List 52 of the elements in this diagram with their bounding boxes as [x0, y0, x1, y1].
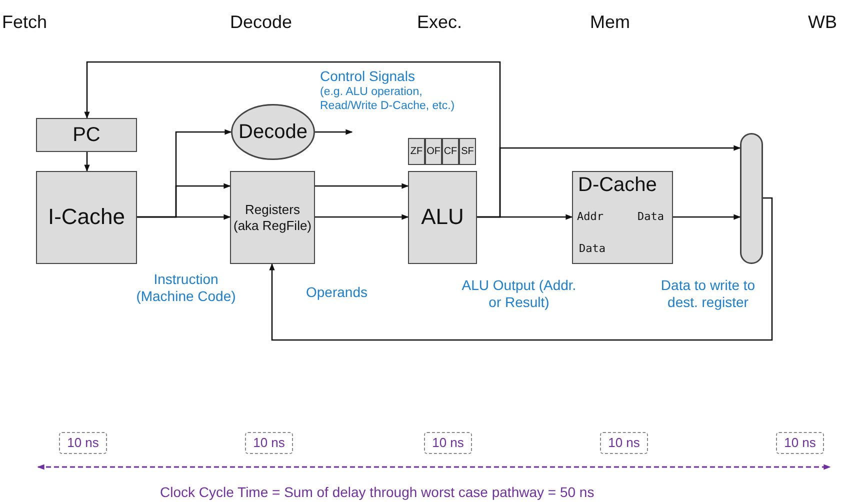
node-label: ZF: [409, 146, 424, 158]
port-label: Data: [638, 210, 664, 223]
node-label: 10 ns: [607, 435, 641, 451]
node-label: 10 ns: [252, 435, 286, 451]
node-label: SF: [460, 146, 475, 158]
node-label: D-Cache: [578, 174, 657, 197]
stage-label: WB: [808, 12, 837, 34]
port-label: Addr: [577, 210, 604, 223]
annotation: (e.g. ALU operation, Read/Write D-Cache, etc.): [320, 86, 456, 114]
process-box: [442, 138, 459, 165]
stage-label: Fetch: [2, 12, 48, 34]
port-label: Data: [579, 242, 606, 255]
node-label: 10 ns: [783, 435, 817, 451]
arrow: [315, 183, 409, 189]
arrow: [673, 214, 741, 220]
node-label: CF: [442, 146, 458, 158]
stage-label: Exec.: [417, 12, 462, 34]
node-label: ALU: [420, 204, 465, 231]
delay-box: [245, 432, 293, 454]
arrow: [315, 214, 409, 220]
node-label: PC: [72, 123, 102, 147]
node-label: Registers (aka RegFile): [232, 202, 313, 234]
delay-box: [776, 432, 824, 454]
arrow: [84, 61, 501, 218]
annotation: Operands: [306, 284, 368, 301]
node-label: I-Cache: [46, 204, 126, 231]
annotation: Control Signals: [320, 68, 415, 85]
cache-box: [572, 171, 673, 264]
process-box: [36, 118, 137, 152]
process-box: [408, 171, 477, 264]
caption: Clock Cycle Time = Sum of delay through worst case pathway = 50 ns: [160, 484, 594, 501]
process-box: [36, 171, 137, 264]
delay-box: [600, 432, 648, 454]
delay-box: [424, 432, 472, 454]
node-label: 10 ns: [431, 435, 465, 451]
node-label: Decode: [238, 120, 308, 144]
arrow: [137, 214, 231, 220]
node-label: OF: [426, 146, 442, 158]
process-box: [230, 171, 315, 264]
annotation: Instruction (Machine Code): [135, 271, 237, 305]
arrow: [269, 197, 773, 341]
arrow: [315, 129, 353, 135]
node-label: 10 ns: [66, 435, 100, 451]
stage-label: Decode: [230, 12, 292, 34]
process-box: [425, 138, 442, 165]
process-box: [459, 138, 476, 165]
annotation: ALU Output (Addr. or Result): [460, 277, 578, 311]
annotation: Data to write to dest. register: [660, 277, 756, 311]
arrow: [84, 152, 90, 172]
process-box: [408, 138, 425, 165]
stage-label: Mem: [590, 12, 630, 34]
delay-box: [59, 432, 107, 454]
